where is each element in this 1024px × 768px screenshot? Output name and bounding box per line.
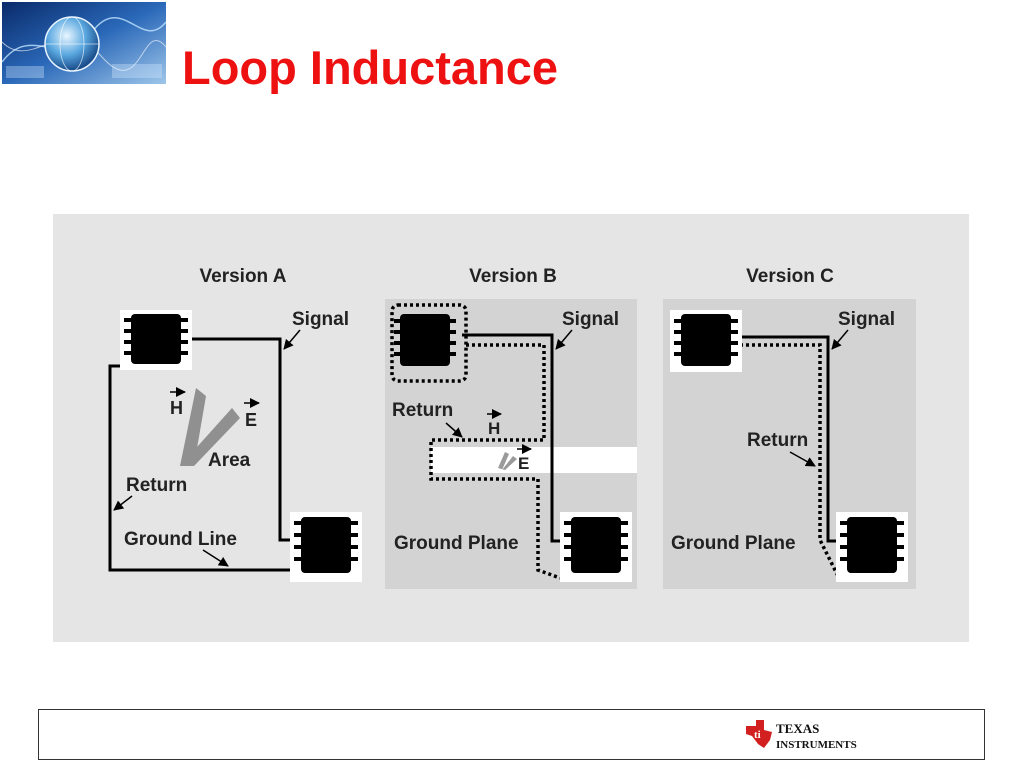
return-label-a: Return	[126, 475, 187, 496]
brand-line2: INSTRUMENTS	[776, 739, 857, 751]
version-a-circuit: Signal H E Area Return Ground Line	[108, 309, 362, 582]
chip-b-bottom	[560, 512, 632, 582]
ground-plane-label-b: Ground Plane	[394, 533, 519, 554]
version-b-circuit: Signal Return H E Ground Plane	[385, 299, 637, 589]
h-vector-label-a: H	[170, 398, 183, 418]
return-outline-chip-b	[390, 303, 468, 383]
return-path-c	[740, 343, 840, 577]
ground-line-label-a: Ground Line	[124, 529, 237, 550]
h-vector-label-b: H	[488, 419, 500, 438]
svg-text:ti: ti	[754, 729, 761, 741]
version-b-heading: Version B	[469, 266, 557, 287]
plane-gap-b	[431, 447, 637, 473]
e-field-arrow-a	[180, 408, 240, 466]
signal-label-c: Signal	[838, 309, 895, 330]
h-field-arrow-a	[180, 388, 206, 466]
footer-bar	[38, 709, 985, 760]
area-label-a: Area	[208, 450, 251, 471]
e-vector-label-a: E	[245, 410, 257, 430]
return-pointer-a	[113, 495, 133, 511]
ground-plane-label-c: Ground Plane	[671, 533, 796, 554]
ground-line-a	[108, 364, 297, 572]
return-pointer-b	[445, 422, 463, 438]
field-arrows-b	[498, 452, 517, 470]
chip-a-bottom	[290, 512, 362, 582]
chip-c-bottom	[836, 512, 908, 582]
chip-b-top	[394, 314, 456, 366]
globe-logo-icon	[2, 2, 166, 84]
chip-a-top	[120, 310, 192, 370]
signal-pointer-c	[831, 329, 849, 350]
return-pointer-c	[789, 451, 816, 467]
return-label-c: Return	[747, 430, 808, 451]
e-vector-label-b: E	[518, 454, 529, 473]
slide-title: Loop Inductance	[182, 41, 558, 94]
texas-instruments-logo: ti TEXAS INSTRUMENTS	[746, 720, 857, 751]
chip-c-top	[670, 310, 742, 372]
return-label-b: Return	[392, 400, 453, 421]
signal-trace-a	[188, 337, 297, 542]
ground-pointer-a	[202, 549, 229, 567]
signal-pointer-b	[555, 329, 573, 350]
version-a-heading: Version A	[200, 266, 287, 287]
version-c-circuit: Signal Return Ground Plane	[663, 299, 916, 589]
signal-label-b: Signal	[562, 309, 619, 330]
texas-state-icon: ti	[746, 720, 772, 748]
signal-trace-c	[740, 335, 842, 543]
brand-line1: TEXAS	[776, 721, 819, 736]
version-c-heading: Version C	[746, 266, 834, 287]
signal-pointer-a	[283, 329, 301, 350]
signal-label-a: Signal	[292, 309, 349, 330]
